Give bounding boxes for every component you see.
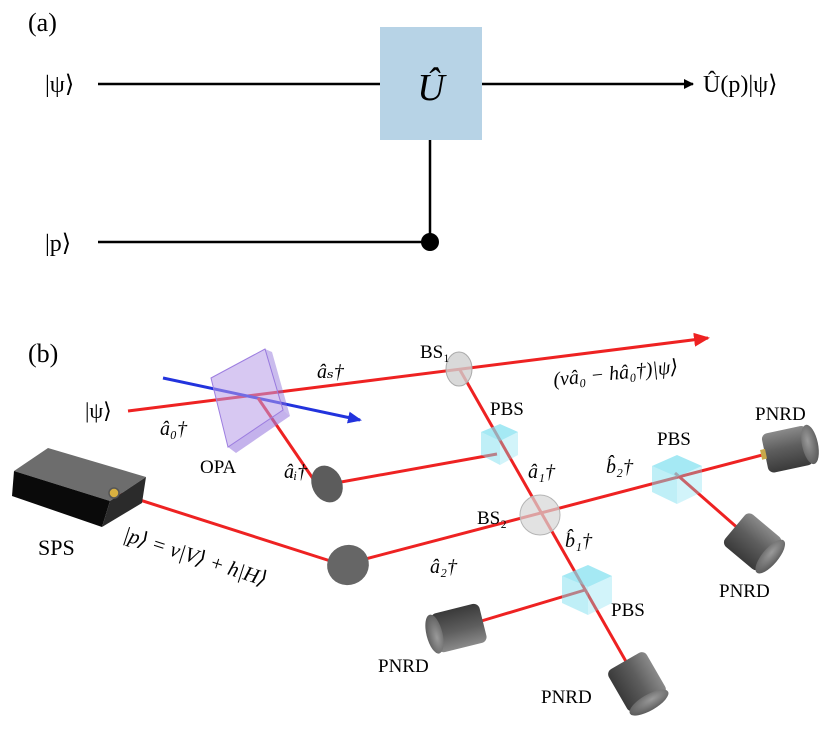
pnrd-detector-lower-bottom (608, 652, 669, 716)
mode-b1-label: b̂₁† (565, 528, 593, 552)
bs1-splitter (445, 351, 473, 387)
sps-output-port (108, 487, 120, 499)
bs1-label: BS₁ (420, 342, 450, 363)
pnrd-detector-right-top (760, 424, 819, 473)
pnrd-detector-right-bottom (723, 513, 786, 574)
mode-as-label: âₛ† (317, 361, 345, 383)
pnrd-lower-bottom-label: PNRD (541, 687, 592, 708)
opa-label: OPA (200, 457, 237, 478)
sps-label: SPS (38, 535, 75, 560)
photon-state-label: |p⟩ = v|V⟩ + h|H⟩ (120, 522, 270, 591)
idler-beam-to-pbs (329, 452, 498, 486)
panel-a: (a) Û |ψ⟩ |p⟩ Û(p)|ψ⟩ (28, 8, 778, 257)
pnrd-detector-lower-left (425, 603, 487, 654)
panel-b-label: (b) (28, 339, 58, 368)
pbs-right-reflected-beam (674, 471, 741, 532)
pnrd-right-bottom-label: PNRD (719, 581, 770, 602)
pbs-cube-right (652, 455, 702, 504)
unitary-gate (380, 27, 482, 140)
panel-b: (b) (12, 332, 819, 716)
input-state-label: |ψ⟩ (45, 72, 74, 98)
idler-mirror (311, 465, 343, 503)
opa-crystal (210, 348, 290, 453)
pnrd-lower-left-label: PNRD (378, 656, 429, 677)
input-state-label-b: |ψ⟩ (85, 398, 112, 423)
panel-a-label: (a) (28, 8, 57, 37)
sps-source (12, 448, 146, 527)
pbs-cube-lower (562, 565, 612, 615)
output-state-label-b: (vâ₀ − hâ₀†)|ψ⟩ (552, 356, 679, 391)
control-state-label: |p⟩ (45, 231, 71, 257)
mode-a1-label: â₁† (528, 461, 556, 483)
sps-beam (117, 491, 344, 567)
mode-ai-label: âᵢ† (284, 461, 308, 483)
pnrd-right-top-label: PNRD (755, 404, 806, 425)
mode-a2-label: â₂† (430, 556, 458, 578)
sps-mirror (327, 544, 369, 586)
pbs-lower-label: PBS (611, 600, 645, 621)
bs2-label: BS₂ (477, 508, 507, 529)
mode-a0-label: â₀† (160, 418, 188, 440)
output-state-label: Û(p)|ψ⟩ (703, 71, 778, 98)
control-dot (421, 233, 439, 251)
mode-b2-label: b̂₂† (606, 454, 634, 478)
pbs-right-label: PBS (657, 429, 691, 450)
pbs-cube-top (481, 424, 518, 465)
gate-symbol: Û (417, 67, 447, 109)
bs2-splitter (519, 494, 561, 536)
pbs-top-label: PBS (490, 399, 524, 420)
